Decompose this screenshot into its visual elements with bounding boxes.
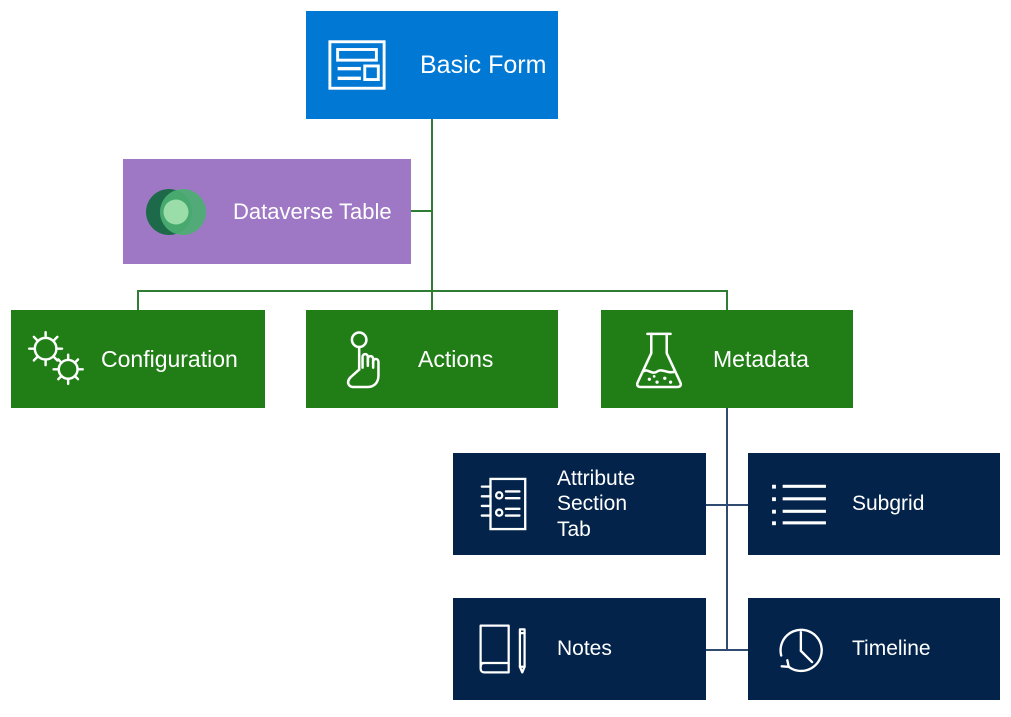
node-configuration[interactable]: Configuration <box>11 310 265 408</box>
tap-hand-icon <box>332 329 396 389</box>
connector-metadata-row1 <box>706 504 749 506</box>
node-timeline[interactable]: Timeline <box>748 598 1000 700</box>
node-actions[interactable]: Actions <box>306 310 558 408</box>
notebook-list-icon <box>475 473 533 535</box>
node-label-actions: Actions <box>418 345 494 372</box>
connector-bus-to-metadata <box>726 290 728 311</box>
node-label-timeline: Timeline <box>852 636 931 660</box>
node-label-attribute-section-tab: Attribute Section Tab <box>557 466 636 541</box>
connector-metadata-row2 <box>706 649 749 651</box>
node-label-configuration: Configuration <box>101 345 238 372</box>
form-layout-icon <box>326 34 388 96</box>
node-notes[interactable]: Notes <box>453 598 706 700</box>
node-attribute-section-tab[interactable]: Attribute Section Tab <box>453 453 706 555</box>
dataverse-logo-icon <box>139 176 211 248</box>
node-basic-form[interactable]: Basic Form <box>306 11 558 119</box>
node-metadata[interactable]: Metadata <box>601 310 853 408</box>
notebook-pencil-icon <box>475 618 533 680</box>
node-subgrid[interactable]: Subgrid <box>748 453 1000 555</box>
bulleted-list-icon <box>770 473 828 535</box>
node-label-basic-form: Basic Form <box>420 50 547 79</box>
connector-bus-to-configuration <box>137 290 139 311</box>
node-label-metadata: Metadata <box>713 345 809 372</box>
node-label-dataverse-table: Dataverse Table <box>233 198 392 224</box>
node-dataverse-table[interactable]: Dataverse Table <box>123 159 411 264</box>
connector-metadata-trunk <box>726 408 728 651</box>
node-label-subgrid: Subgrid <box>852 491 925 515</box>
gears-icon <box>23 329 87 389</box>
node-label-notes: Notes <box>557 636 612 660</box>
flask-icon <box>627 329 691 389</box>
clock-history-icon <box>770 618 828 680</box>
connector-basic-form-to-dataverse <box>411 210 432 212</box>
connector-basic-form-trunk <box>431 119 433 291</box>
connector-bus-to-actions <box>431 290 433 311</box>
